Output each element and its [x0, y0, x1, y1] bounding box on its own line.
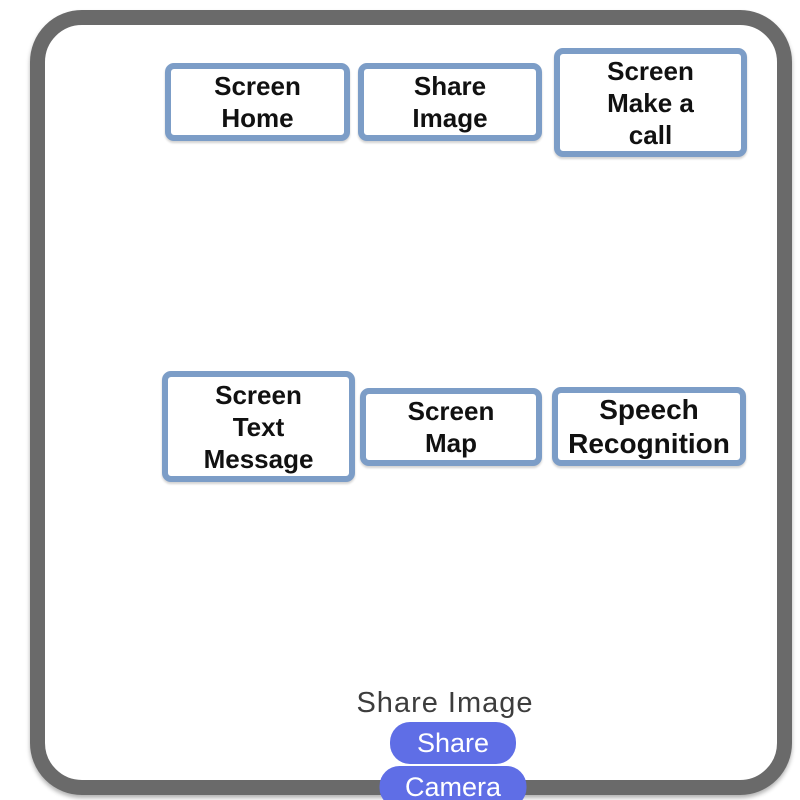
nav-button-share-image[interactable]: Share Image: [358, 63, 542, 141]
share-section-title: Share Image: [356, 687, 534, 719]
nav-button-screen-text-message[interactable]: Screen Text Message: [162, 371, 355, 482]
nav-button-speech-recognition[interactable]: Speech Recognition: [552, 387, 746, 466]
camera-button[interactable]: Camera: [379, 766, 527, 800]
nav-button-screen-map[interactable]: Screen Map: [360, 388, 542, 466]
nav-button-screen-make-a-call[interactable]: Screen Make a call: [554, 48, 747, 157]
share-button[interactable]: Share: [390, 722, 516, 764]
nav-button-screen-home[interactable]: Screen Home: [165, 63, 350, 141]
phone-frame: Screen Home Share Image Screen Make a ca…: [30, 10, 792, 800]
